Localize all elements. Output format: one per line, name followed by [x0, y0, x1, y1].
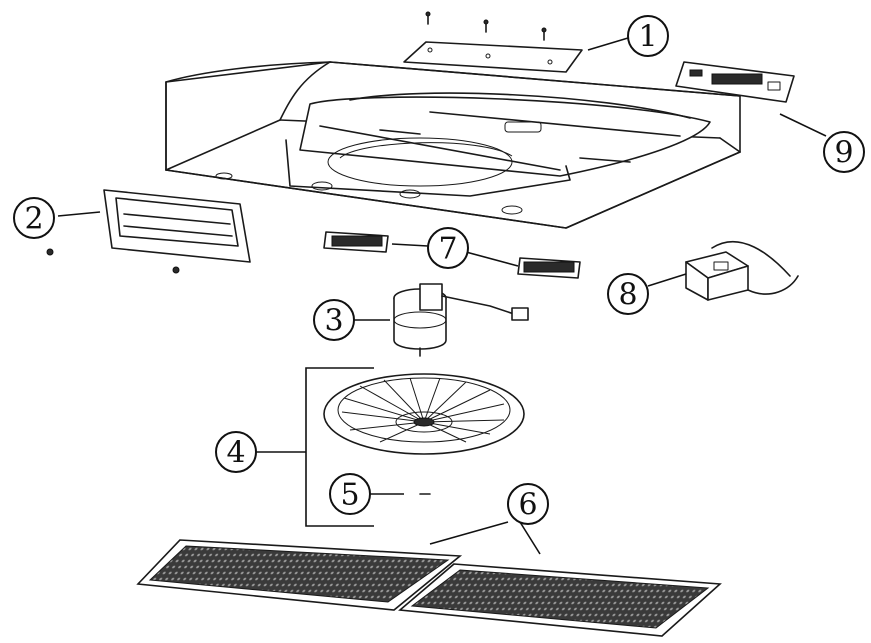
svg-text:3: 3 — [324, 304, 343, 339]
screw — [425, 11, 431, 25]
grease-filter — [398, 563, 722, 637]
callout-4: 4 — [215, 431, 257, 473]
blower-motor — [393, 283, 529, 357]
svg-text:2: 2 — [24, 202, 43, 237]
callout-8: 8 — [607, 273, 649, 315]
callout-6: 6 — [507, 483, 549, 525]
callout-2: 2 — [13, 197, 55, 239]
grease-filter — [136, 539, 463, 611]
svg-text:4: 4 — [226, 436, 245, 471]
svg-text:8: 8 — [618, 278, 637, 313]
svg-text:1: 1 — [638, 20, 657, 55]
fan-assembly-bracket — [305, 367, 374, 527]
svg-text:6: 6 — [518, 488, 537, 523]
callout-5: 5 — [329, 473, 371, 515]
light-fixture — [517, 257, 581, 279]
light-fixture — [323, 231, 389, 253]
callout-9: 9 — [823, 131, 865, 173]
control-panel — [675, 61, 795, 103]
callout-1: 1 — [627, 15, 669, 57]
callout-7: 7 — [427, 227, 469, 269]
leader-lines — [57, 37, 827, 555]
svg-text:7: 7 — [438, 232, 457, 267]
wiring-harness — [685, 240, 799, 301]
svg-text:5: 5 — [340, 478, 359, 513]
screw — [541, 27, 547, 41]
callout-3: 3 — [313, 299, 355, 341]
top-mounting-plate — [403, 11, 583, 73]
svg-text:9: 9 — [834, 136, 853, 171]
range-hood-body — [165, 61, 741, 229]
damper-duct — [46, 189, 251, 274]
blower-fan-wheel — [323, 373, 525, 455]
screw — [483, 19, 489, 33]
